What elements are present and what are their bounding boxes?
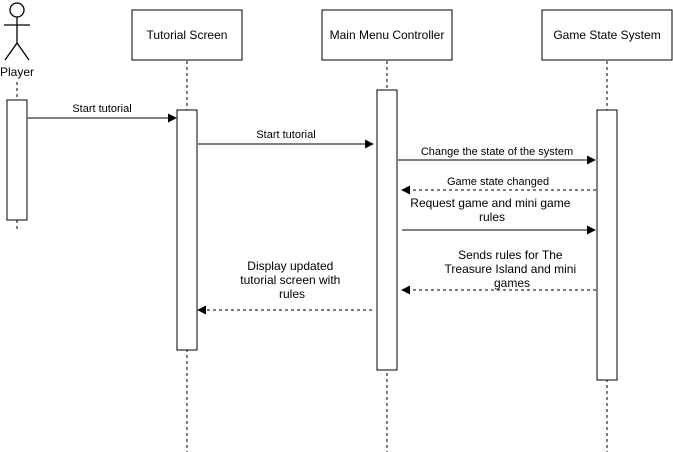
message-request-rules[interactable]: Request game and mini game rules bbox=[402, 196, 596, 235]
message-game-state-changed[interactable]: Game state changed bbox=[401, 176, 596, 195]
player-label: Player bbox=[0, 65, 34, 79]
player-actor-icon[interactable] bbox=[4, 2, 30, 61]
message-label-line: Sends rules for The bbox=[458, 248, 563, 262]
message-label-line: tutorial screen with bbox=[240, 273, 340, 287]
message-change-state[interactable]: Change the state of the system bbox=[398, 146, 596, 165]
message-label-line: Display updated bbox=[247, 259, 333, 273]
message-label: Start tutorial bbox=[72, 103, 131, 115]
participant-main-menu-controller[interactable]: Main Menu Controller bbox=[321, 9, 453, 61]
activation-player[interactable] bbox=[6, 99, 28, 221]
activation-main-menu-controller[interactable] bbox=[376, 89, 398, 371]
message-label-line: rules bbox=[279, 287, 305, 301]
message-sends-rules[interactable]: Sends rules for The Treasure Island and … bbox=[401, 248, 596, 295]
tutorial-screen-label: Tutorial Screen bbox=[147, 28, 228, 42]
message-label: Game state changed bbox=[447, 176, 549, 188]
message-label-line: games bbox=[494, 276, 530, 290]
game-state-system-label: Game State System bbox=[553, 28, 660, 42]
message-label-line: rules bbox=[479, 210, 505, 224]
message-display-updated[interactable]: Display updated tutorial screen with rul… bbox=[197, 259, 372, 315]
main-menu-controller-label: Main Menu Controller bbox=[330, 28, 445, 42]
message-label: Display updated tutorial screen with rul… bbox=[240, 259, 343, 301]
participant-game-state-system[interactable]: Game State System bbox=[541, 9, 673, 61]
message-label: Change the state of the system bbox=[421, 146, 573, 158]
message-start-tutorial-2[interactable]: Start tutorial bbox=[198, 129, 374, 149]
message-label: Start tutorial bbox=[256, 129, 315, 141]
message-label: Request game and mini game rules bbox=[410, 196, 573, 224]
participant-tutorial-screen[interactable]: Tutorial Screen bbox=[131, 9, 243, 61]
message-start-tutorial-1[interactable]: Start tutorial bbox=[28, 103, 177, 123]
message-label-line: Request game and mini game bbox=[410, 196, 570, 210]
activation-game-state-system[interactable] bbox=[596, 109, 618, 381]
message-label: Sends rules for The Treasure Island and … bbox=[445, 248, 580, 290]
message-label-line: Treasure Island and mini bbox=[445, 262, 577, 276]
activation-tutorial-screen[interactable] bbox=[176, 109, 198, 351]
